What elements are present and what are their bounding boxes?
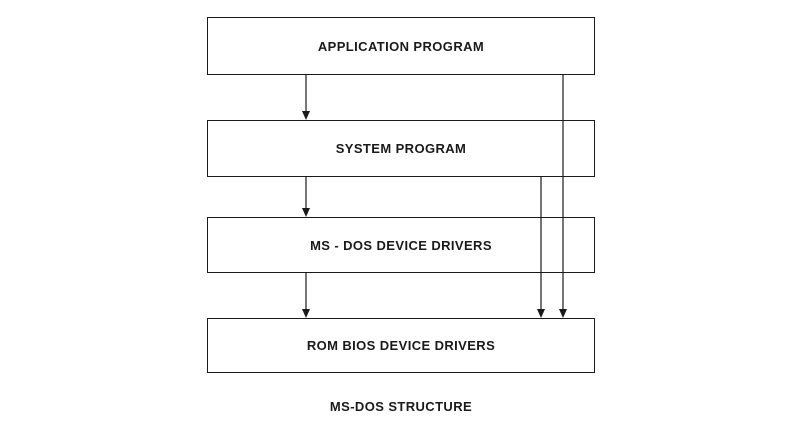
node-rom-bios-device-drivers: ROM BIOS DEVICE DRIVERS — [207, 318, 595, 373]
diagram-caption: MS-DOS STRUCTURE — [329, 399, 473, 414]
node-msdos-device-drivers: MS - DOS DEVICE DRIVERS — [207, 217, 595, 273]
node-system-program-label: SYSTEM PROGRAM — [335, 141, 467, 156]
node-application-program: APPLICATION PROGRAM — [207, 17, 595, 75]
node-msdos-device-drivers-label: MS - DOS DEVICE DRIVERS — [310, 237, 492, 253]
node-system-program: SYSTEM PROGRAM — [207, 120, 595, 177]
arrow-application-to-system — [302, 75, 310, 120]
arrow-system-to-msdos — [302, 177, 310, 217]
node-rom-bios-device-drivers-label: ROM BIOS DEVICE DRIVERS — [306, 338, 496, 353]
arrow-msdos-to-rombios — [302, 273, 310, 318]
arrow-application-to-rombios — [559, 75, 567, 318]
node-application-program-label: APPLICATION PROGRAM — [317, 38, 485, 54]
